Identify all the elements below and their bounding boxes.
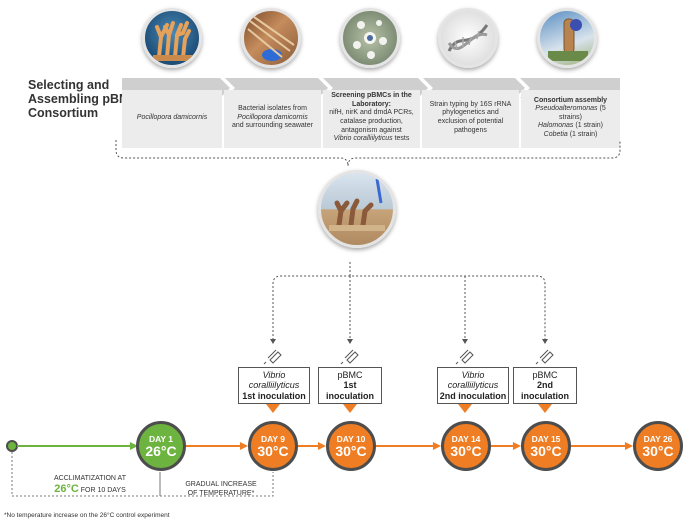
day-10-temp: 30°C (335, 442, 367, 459)
step-2-text: Bacterial isolates from (238, 105, 307, 113)
step-4-text: Strain typing by 16S rRNA phylogenetics … (429, 100, 512, 134)
acclimatization-line-2: FOR 10 DAYS (80, 487, 126, 494)
day-9-temp: 30°C (257, 442, 289, 459)
branch-line (272, 275, 546, 340)
day-1-circle: DAY 1 26°C (136, 421, 186, 471)
step-3-heading: Screening pBMCs in the Laboratory: (331, 92, 412, 108)
day-10-circle: DAY 10 30°C (326, 421, 376, 471)
coral-aquarium-icon (318, 170, 396, 248)
acclimatization-note: ACCLIMATIZATION AT 26°C FOR 10 DAYS (40, 474, 140, 496)
step-2-text-2: and surrounding seawater (232, 122, 313, 130)
day-15-circle: DAY 15 30°C (521, 421, 571, 471)
step-1: Pocillopora damicornis (122, 88, 222, 148)
day-14-label: DAY 14 (451, 433, 481, 444)
day-14-circle: DAY 14 30°C (441, 421, 491, 471)
gradual-note: GRADUAL INCREASE OF TEMPERATURE* (176, 480, 266, 498)
step-5: Consortium assembly Pseudoalteromonas (5… (521, 88, 620, 148)
day-26-temp: 30°C (642, 442, 674, 459)
step-5-count-1: (5 strains) (559, 105, 606, 121)
day-15-temp: 30°C (530, 442, 562, 459)
pipette-icon (263, 349, 554, 365)
inoculation-4-label: 2nd inoculation (521, 380, 569, 401)
inoculation-1-organism: Vibrio coralliilyticus (248, 369, 300, 391)
day-26-label: DAY 26 (643, 433, 673, 444)
step-5-count-2: (1 strain) (573, 122, 603, 130)
timeline-start-dot (6, 440, 18, 452)
bacteria-isolates-icon (241, 8, 301, 68)
inoculation-box-1: Vibrio coralliilyticus 1st inoculation (238, 367, 310, 404)
inoculation-1-label: 1st inoculation (242, 390, 306, 401)
gradual-line-2: OF TEMPERATURE* (187, 490, 255, 497)
inoculation-2-label: 1st inoculation (326, 380, 374, 401)
acclimatization-line-1: ACCLIMATIZATION AT (54, 475, 126, 482)
coral-icon (142, 8, 202, 68)
inoculation-box-3: Vibrio coralliilyticus 2nd inoculation (437, 367, 509, 404)
day-10-label: DAY 10 (336, 433, 366, 444)
dna-icon (438, 8, 498, 68)
footnote: *No temperature increase on the 26°C con… (4, 512, 170, 519)
inoculation-3-organism: Vibrio coralliilyticus (447, 369, 499, 391)
inoculation-box-4: pBMC 2nd inoculation (513, 367, 577, 404)
step-5-heading: Consortium assembly (533, 96, 608, 104)
day-1-label: DAY 1 (148, 433, 174, 444)
petri-dish-icon (340, 8, 400, 68)
step-5-count-3: (1 strain) (567, 130, 598, 138)
day-26-circle: DAY 26 30°C (633, 421, 683, 471)
inoculation-box-2: pBMC 1st inoculation (318, 367, 382, 404)
step-3-species: Vibrio coralliilyticus (333, 135, 393, 143)
gradual-bracket (159, 472, 274, 497)
inoculation-3-label: 2nd inoculation (439, 390, 507, 401)
step-1-text: Pocillopora damicornis (136, 113, 208, 121)
top-bracket (115, 140, 621, 167)
page-title: Selecting and Assembling pBMC Consortium (28, 78, 139, 120)
step-3-text: nifH, nirK and dmdA PCRs, catalase produ… (329, 109, 414, 134)
step-4: Strain typing by 16S rRNA phylogenetics … (422, 88, 519, 148)
acclimatization-temp: 26°C (54, 483, 79, 495)
day-9-circle: DAY 9 30°C (248, 421, 298, 471)
step-5-genus-1: Pseudoalteromonas (535, 105, 598, 113)
inoculation-4-organism: pBMC (532, 369, 558, 380)
step-2-species: Pocillopora damicornis (237, 113, 308, 121)
day-14-temp: 30°C (450, 442, 482, 459)
step-3: Screening pBMCs in the Laboratory: nifH,… (323, 88, 420, 148)
test-tube-icon (537, 8, 597, 68)
day-9-label: DAY 9 (260, 433, 286, 444)
day-1-temp: 26°C (145, 442, 177, 459)
step-2: Bacterial isolates from Pocillopora dami… (224, 88, 321, 148)
step-3-text-2: tests (394, 135, 410, 143)
inoculation-2-organism: pBMC (337, 369, 363, 380)
day-15-label: DAY 15 (531, 433, 561, 444)
step-5-genus-2: Halomonas (538, 122, 574, 130)
step-5-genus-3: Cobetia (543, 130, 568, 138)
gradual-line-1: GRADUAL INCREASE (185, 481, 257, 488)
